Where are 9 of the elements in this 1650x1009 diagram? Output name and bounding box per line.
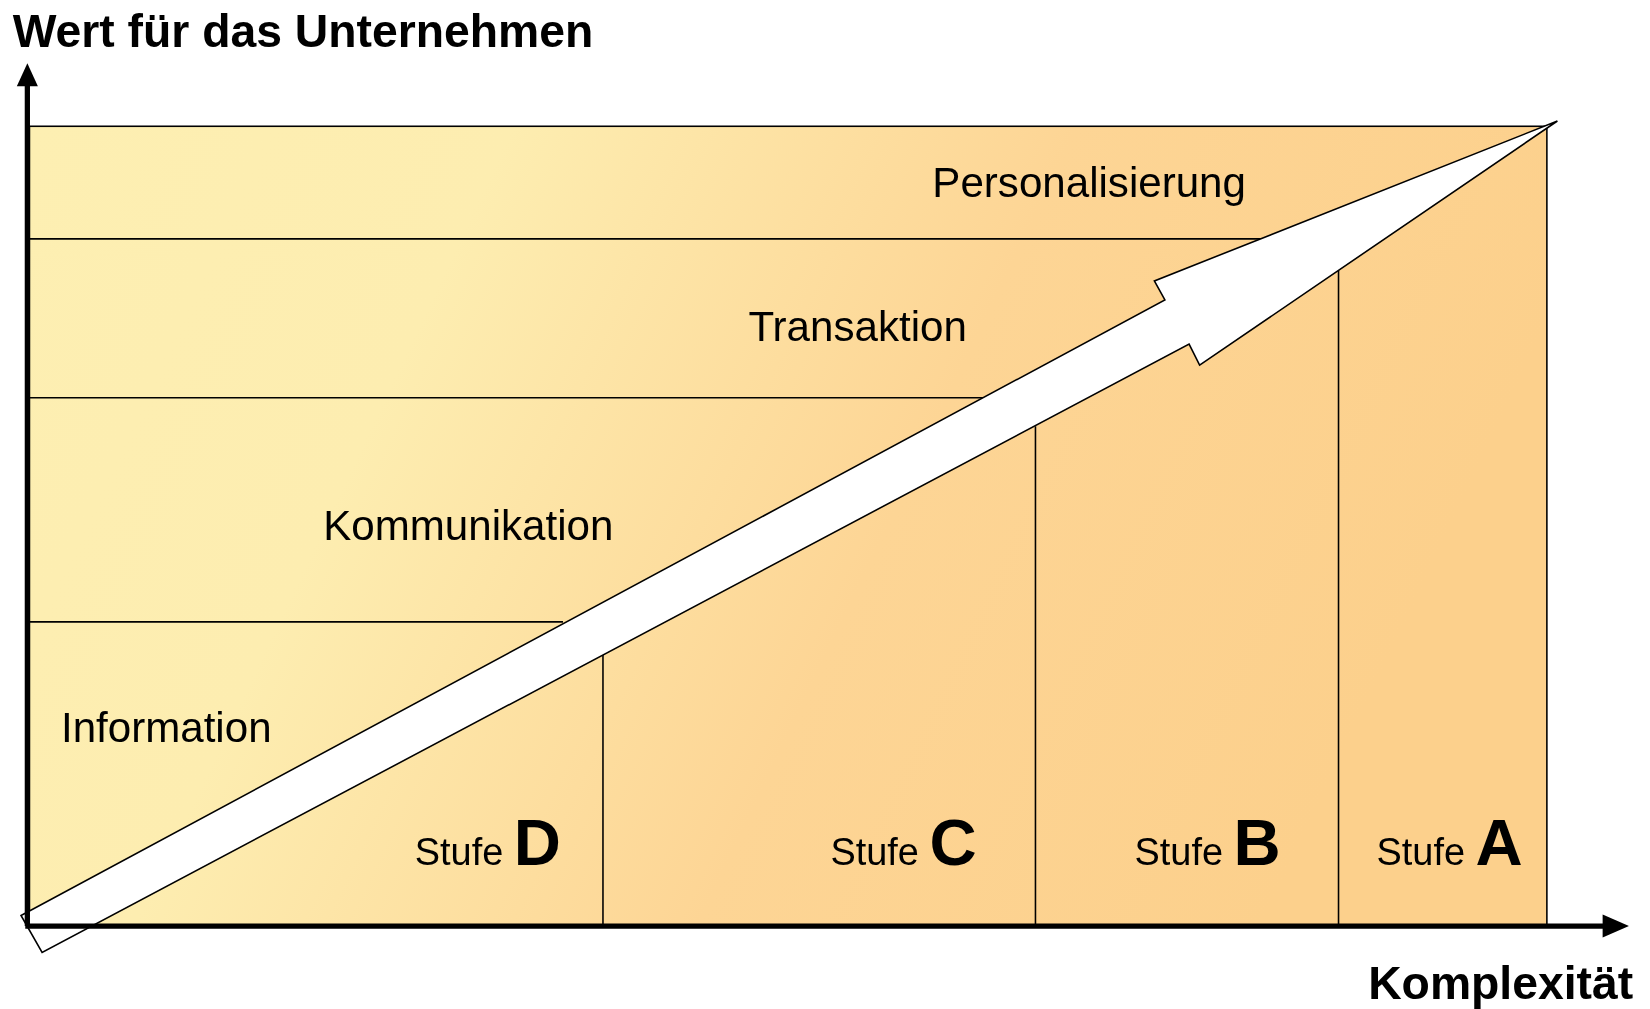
stage-label: Stufe C — [830, 810, 977, 876]
stage-label: Stufe A — [1376, 810, 1523, 876]
stage-label: Stufe D — [414, 810, 561, 876]
band-label: Transaktion — [748, 305, 967, 348]
y-axis-title: Wert für das Unternehmen — [12, 8, 594, 55]
band-label: Personalisierung — [932, 161, 1246, 204]
band-label: Kommunikation — [323, 504, 614, 547]
band-label: Information — [61, 706, 272, 749]
stage-label: Stufe B — [1134, 810, 1281, 876]
